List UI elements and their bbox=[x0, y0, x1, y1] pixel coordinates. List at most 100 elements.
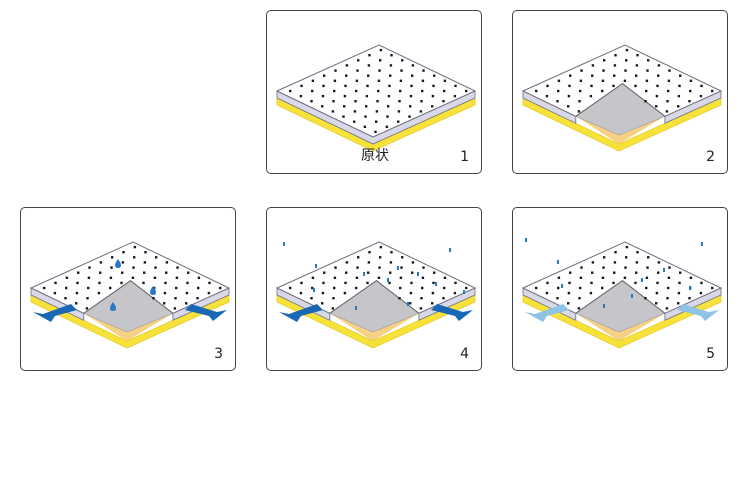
perforation-dot bbox=[386, 115, 389, 118]
perforation-dot bbox=[121, 261, 125, 264]
perforation-dot bbox=[388, 84, 391, 88]
vapor-particle bbox=[525, 238, 527, 242]
water-drop-icon bbox=[110, 302, 116, 311]
perforation-dot bbox=[689, 276, 693, 279]
perforation-dot bbox=[152, 297, 155, 300]
perforation-dot bbox=[409, 291, 413, 295]
perforation-dot bbox=[591, 261, 595, 264]
fold-line bbox=[575, 83, 666, 117]
perforation-dot bbox=[421, 286, 424, 290]
perforation-dot bbox=[665, 110, 669, 113]
perforation-dot bbox=[613, 64, 617, 67]
perforation-dot bbox=[567, 302, 570, 305]
fold-line bbox=[329, 280, 420, 314]
perforation-dot bbox=[557, 89, 560, 93]
perforation-dot bbox=[411, 261, 415, 264]
perforation-dot bbox=[208, 281, 211, 285]
perforation-dot bbox=[613, 261, 617, 264]
perforation-dot bbox=[357, 256, 360, 259]
perforation-dot bbox=[625, 59, 628, 62]
perforation-dot bbox=[409, 105, 412, 108]
perforation-dot bbox=[410, 84, 413, 88]
fold-line bbox=[575, 280, 666, 314]
perforation-dot bbox=[453, 291, 457, 295]
perforation-dot bbox=[657, 74, 660, 77]
perforation-dot bbox=[668, 266, 671, 269]
perforation-dot bbox=[442, 100, 445, 103]
perforation-dot bbox=[443, 286, 446, 290]
perforation-dot bbox=[354, 100, 357, 103]
perforation-dot bbox=[196, 297, 199, 300]
perforation-dot bbox=[678, 84, 681, 88]
perforation-dot bbox=[645, 276, 649, 279]
perforation-dot bbox=[88, 266, 91, 269]
sheet-top bbox=[521, 241, 723, 314]
vapor-particle bbox=[397, 266, 399, 270]
folded-sheet bbox=[521, 44, 723, 152]
perforation-dot bbox=[677, 94, 681, 98]
perforation-dot bbox=[625, 48, 629, 52]
perforation-dot bbox=[98, 281, 101, 285]
perforation-dot bbox=[454, 84, 457, 88]
perforation-dot bbox=[700, 281, 703, 285]
perforation-dot bbox=[443, 79, 447, 82]
perforation-dot bbox=[299, 94, 303, 98]
folded-sheet bbox=[275, 241, 477, 349]
perforation-dot bbox=[387, 105, 390, 108]
perforation-dot bbox=[397, 120, 400, 123]
perforation-dot bbox=[75, 302, 78, 305]
perforation-dot bbox=[187, 271, 190, 274]
perforation-dot bbox=[174, 297, 177, 300]
perforation-dot bbox=[400, 266, 403, 269]
perforation-dot bbox=[601, 286, 604, 290]
perforation-dot bbox=[355, 79, 359, 82]
perforation-dot bbox=[165, 261, 169, 264]
perforation-dot bbox=[399, 276, 403, 279]
perforation-dot bbox=[176, 266, 179, 269]
perforation-dot bbox=[379, 59, 382, 62]
perforation-dot bbox=[453, 94, 457, 98]
perforation-dot bbox=[173, 307, 177, 310]
perforation-dot bbox=[185, 291, 189, 295]
perforation-dot bbox=[310, 297, 313, 300]
panel-caption: 原状 bbox=[361, 148, 389, 164]
vapor-escape-illustration bbox=[275, 241, 477, 349]
perforation-dot bbox=[355, 286, 358, 290]
perforation-dot bbox=[365, 94, 369, 98]
perforation-dot bbox=[634, 281, 637, 285]
perforation-dot bbox=[545, 94, 549, 98]
perforation-dot bbox=[333, 276, 337, 279]
perforation-dot bbox=[591, 64, 595, 67]
perforation-dot bbox=[64, 297, 67, 300]
perforation-dot bbox=[86, 297, 89, 300]
perforation-dot bbox=[120, 281, 123, 285]
perforation-dot bbox=[97, 291, 101, 295]
perforation-dot bbox=[443, 89, 446, 93]
perforation-dot bbox=[65, 276, 69, 279]
perforation-dot bbox=[310, 100, 313, 103]
water-drop-icon bbox=[150, 286, 156, 295]
perforation-dot bbox=[367, 74, 370, 77]
step-number: 1 bbox=[460, 149, 469, 165]
perforation-dot bbox=[656, 84, 659, 88]
perforation-dot bbox=[343, 291, 347, 295]
step-number: 3 bbox=[214, 346, 223, 362]
perforation-dot bbox=[432, 281, 435, 285]
perforation-dot bbox=[109, 276, 113, 279]
perforation-dot bbox=[432, 84, 435, 88]
perforation-dot bbox=[655, 291, 659, 295]
perforation-dot bbox=[331, 307, 335, 310]
perforation-dot bbox=[431, 94, 435, 98]
perforation-dot bbox=[567, 291, 571, 295]
perforation-dot bbox=[624, 266, 627, 269]
perforation-dot bbox=[591, 271, 594, 274]
perforation-dot bbox=[422, 69, 425, 72]
perforation-dot bbox=[667, 276, 671, 279]
perforation-dot bbox=[322, 281, 325, 285]
perforation-dot bbox=[668, 69, 671, 72]
perforation-dot bbox=[122, 251, 125, 254]
perforation-dot bbox=[408, 115, 411, 118]
perforation-dot bbox=[131, 276, 135, 279]
perforation-dot bbox=[333, 89, 336, 93]
perforation-dot bbox=[589, 94, 593, 98]
